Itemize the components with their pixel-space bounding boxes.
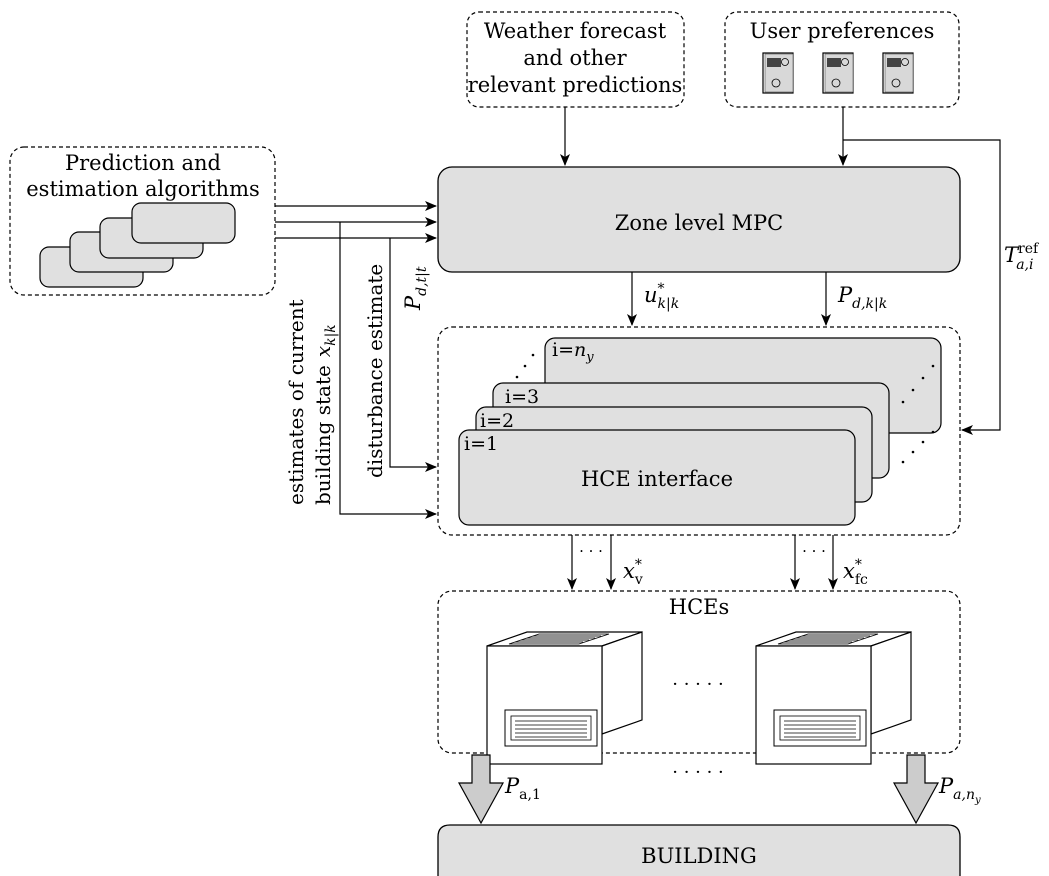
p-dt-text: Pd,t|t (401, 266, 430, 311)
weather-line-2: and other (523, 46, 627, 70)
hce-card-1 (458, 429, 856, 526)
p-a1-label: Pa,1 (504, 774, 541, 803)
card-label-3: i=3 (505, 386, 539, 408)
disturbance-estimate-label: disturbance estimate (363, 264, 387, 478)
hces-dots: · · · · · (672, 674, 724, 695)
card-label-1: i=1 (464, 433, 498, 455)
algorithm-stack (39, 202, 236, 288)
connectors (275, 107, 1001, 590)
prediction-line-1: Prediction and (65, 151, 221, 175)
signal-dots-left: · · · (579, 542, 603, 560)
thermostat-icon (762, 52, 794, 94)
x-fc-label: x*fc (843, 557, 868, 588)
p-any-label: Pa,ny (938, 774, 981, 806)
hce-interface-container: i=ny i=3 i=2 i=1 HCE interface (437, 326, 961, 536)
fan-coil-unit-icon (755, 631, 912, 765)
weather-line-1: Weather forecast (484, 19, 667, 43)
state-estimate-label-2: building statexk|k (311, 324, 339, 505)
state-estimate-label: estimates of current (284, 299, 308, 505)
state-label-line-2: building statexk|k (311, 324, 339, 505)
fan-coil-unit-icon (486, 631, 643, 765)
building-block: BUILDING (437, 824, 961, 876)
p-disturbance-label: Pd,k|k (837, 283, 887, 312)
state-label-line-1: estimates of current (284, 299, 308, 505)
x-v-label: x*v (623, 557, 643, 588)
weather-forecast-box: Weather forecast and other relevant pred… (466, 11, 685, 108)
thermostat-icon (882, 52, 914, 94)
hces-container: HCEs (437, 590, 961, 765)
prediction-estimation-box: Prediction and estimation algorithms (9, 146, 276, 296)
disturbance-label-text: disturbance estimate (363, 264, 387, 478)
mpc-label: Zone level MPC (615, 211, 783, 235)
building-label: BUILDING (641, 844, 757, 868)
hce-interface-label: HCE interface (581, 467, 733, 491)
user-preferences-box: User preferences (724, 11, 960, 108)
power-flow-dots: · · · · · (672, 762, 724, 783)
stack-dots (515, 353, 935, 464)
thermostat-icon (822, 52, 854, 94)
zone-level-mpc-block: Zone level MPC (437, 166, 961, 273)
signal-dots-right: · · · (802, 542, 826, 560)
user-preferences-title: User preferences (750, 19, 935, 43)
power-flow-arrows (457, 754, 940, 825)
weather-line-3: relevant predictions (468, 73, 683, 97)
card-label-2: i=2 (480, 410, 514, 432)
prediction-line-2: estimation algorithms (26, 177, 260, 201)
card-label-n: i=ny (552, 339, 594, 365)
p-dt-label: Pd,t|t (401, 266, 430, 311)
hces-title: HCEs (669, 595, 730, 619)
u-optimal-label: u*k|k (644, 281, 679, 312)
